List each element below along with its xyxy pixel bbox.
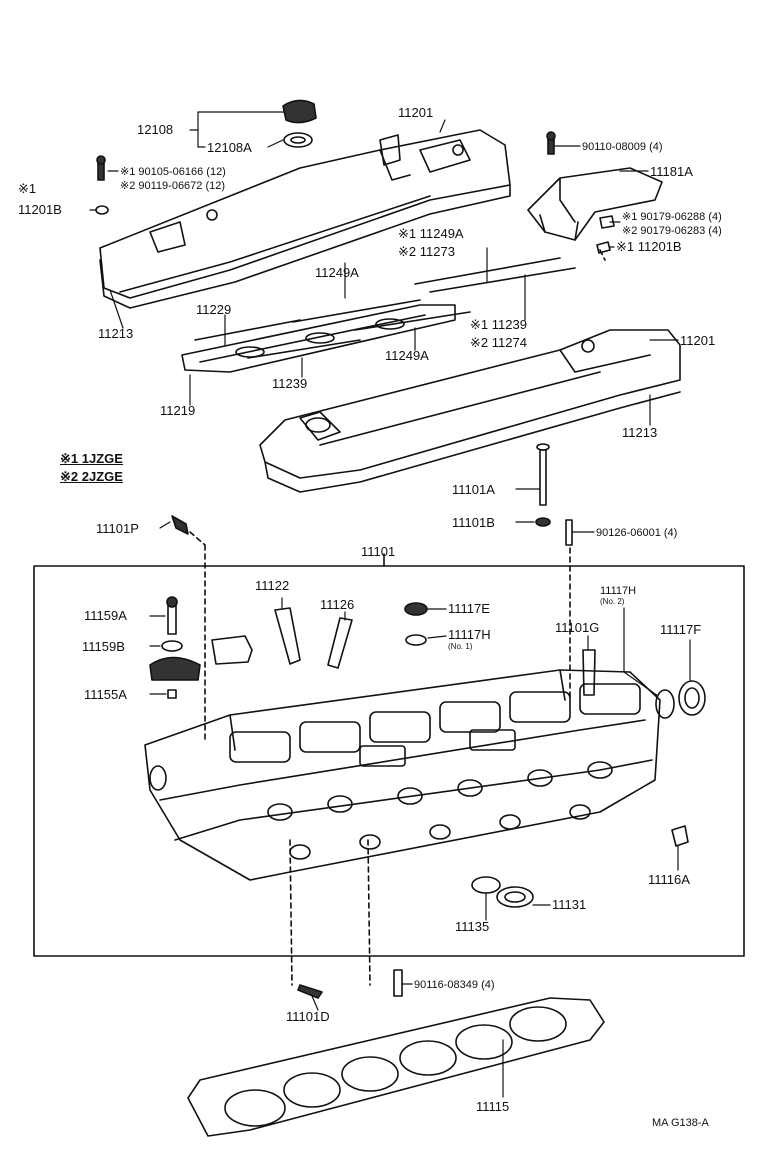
legend-engine-1: 1JZGE <box>81 451 123 466</box>
group-frame <box>33 565 745 957</box>
part-label-11101: 11101 <box>361 544 396 559</box>
heat-insulator <box>527 167 663 254</box>
gasket-strips <box>194 257 576 359</box>
part-label-12108a: 12108A <box>207 140 252 155</box>
part-note-no1: (No. 1) <box>448 642 473 651</box>
part-label-90105: ※1 90105-06166 (12) <box>120 166 226 178</box>
part-label-90126: 90126-06001 (4) <box>596 527 678 539</box>
part-label-11201-top: 11201 <box>398 105 434 120</box>
head-cover-right <box>259 329 681 493</box>
part-label-90179-06288: ※1 90179-06288 (4) <box>622 211 722 223</box>
head-cover-gasket <box>181 304 456 373</box>
part-label-11126: 11126 <box>320 597 355 612</box>
cylinder-head <box>144 669 661 881</box>
part-label-11101b: 11101B <box>452 515 495 530</box>
engine-legend: ※1 1JZGE ※2 2JZGE <box>60 452 123 484</box>
oil-filler-cap <box>282 99 317 148</box>
part-label-11101a: 11101A <box>452 482 495 497</box>
part-label-90116: 90116-08349 (4) <box>414 979 495 991</box>
part-label-11181a: 11181A <box>650 164 693 179</box>
part-label-11229: 11229 <box>196 302 232 317</box>
bolt-icon <box>539 449 547 506</box>
part-label-11219: 11219 <box>160 403 196 418</box>
bolt-icon <box>97 162 105 181</box>
variant-mark-left: ※1 <box>18 181 37 196</box>
part-label-11155a: 11155A <box>84 687 127 702</box>
part-label-90119: ※2 90119-06672 (12) <box>120 180 226 192</box>
part-label-11135: 11135 <box>455 919 490 934</box>
legend-mark-2: ※2 <box>60 469 79 484</box>
part-note-no2: (No. 2) <box>600 597 625 606</box>
part-label-11201b-left: 11201B <box>18 202 62 217</box>
part-label-11249a-mid: 11249A <box>315 265 359 280</box>
head-cover-left <box>99 129 511 309</box>
legend-mark-1: ※1 <box>60 451 79 466</box>
part-label-11239: 11239 <box>272 376 308 391</box>
part-label-11117h-no1: 11117H <box>448 627 491 642</box>
part-label-11159a: 11159A <box>84 608 127 623</box>
part-label-11117e: 11117E <box>448 601 490 616</box>
part-label-11274-k2: ※2 11274 <box>470 335 527 350</box>
legend-engine-2: 2JZGE <box>81 469 123 484</box>
part-label-90110: 90110-08009 (4) <box>582 141 663 153</box>
part-label-11273-k2: ※2 11273 <box>398 244 455 259</box>
part-label-11159b: 11159B <box>82 639 125 654</box>
diagram-code: MA G138-A <box>652 1117 709 1129</box>
part-label-11201b-right: ※1 11201B <box>616 239 682 254</box>
part-label-11101p: 11101P <box>96 521 139 536</box>
part-label-11239-k1: ※1 11239 <box>470 317 527 332</box>
part-label-11131: 11131 <box>552 897 587 912</box>
part-label-11117f: 11117F <box>660 622 702 637</box>
part-label-11249a-k1: ※1 11249A <box>398 226 464 241</box>
part-label-12108: 12108 <box>137 122 174 137</box>
part-label-11201-right: 11201 <box>680 333 716 348</box>
part-label-11117h-no2: 11117H <box>600 585 637 597</box>
part-label-11122: 11122 <box>255 578 290 593</box>
part-label-11101d: 11101D <box>286 1009 330 1024</box>
part-label-11116a: 11116A <box>648 872 690 887</box>
part-label-90179-06283: ※2 90179-06283 (4) <box>622 225 722 237</box>
part-label-11101g: 11101G <box>555 620 600 635</box>
head-gasket <box>187 997 605 1137</box>
part-label-11213-right: 11213 <box>622 425 658 440</box>
part-label-11115: 11115 <box>476 1099 510 1114</box>
part-label-11213-left: 11213 <box>98 326 134 341</box>
part-label-11249a-low: 11249A <box>385 348 429 363</box>
